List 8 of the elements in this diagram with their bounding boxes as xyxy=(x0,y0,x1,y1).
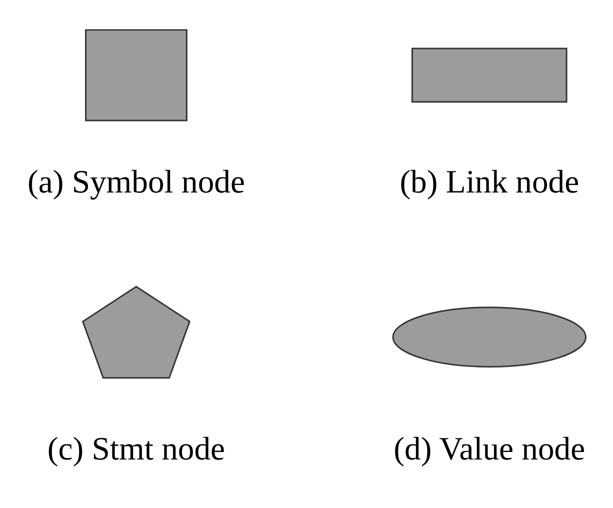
node-pentagon xyxy=(82,286,191,379)
node-box xyxy=(411,48,568,103)
node-label: (a) Symbol node xyxy=(27,164,245,201)
node-label: (d) Value node xyxy=(394,432,586,468)
node-label: (c) Stmt node xyxy=(47,432,226,468)
node-box xyxy=(85,29,188,122)
node-label: (b) Link node xyxy=(400,164,580,201)
node-ellipse xyxy=(392,306,587,368)
